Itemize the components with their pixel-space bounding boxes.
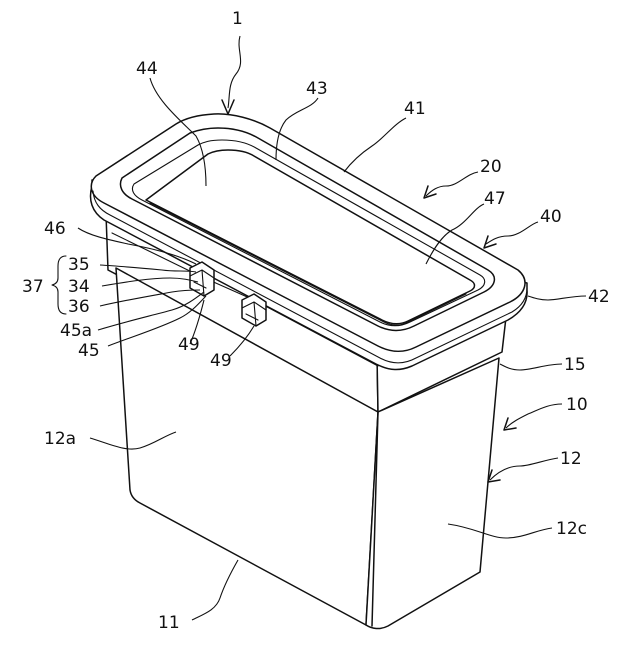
label-45a: 45a [60,321,92,341]
label-35: 35 [68,255,90,275]
label-36: 36 [68,297,90,317]
label-44: 44 [136,59,158,79]
label-49-left: 49 [178,335,200,355]
label-46: 46 [44,219,66,239]
label-20: 20 [480,157,502,177]
label-47: 47 [484,189,506,209]
label-37: 37 [22,277,44,297]
label-45: 45 [78,341,100,361]
label-10: 10 [566,395,588,415]
label-41: 41 [404,99,426,119]
label-40: 40 [540,207,562,227]
label-12a: 12a [44,429,76,449]
label-11: 11 [158,613,180,633]
label-34: 34 [68,277,90,297]
label-15: 15 [564,355,586,375]
hinge-left [190,262,214,296]
bracket-37 [52,256,66,314]
label-12: 12 [560,449,582,469]
label-12c: 12c [556,519,587,539]
label-49-right: 49 [210,351,232,371]
label-42: 42 [588,287,610,307]
label-43: 43 [306,79,328,99]
label-1: 1 [232,9,243,29]
